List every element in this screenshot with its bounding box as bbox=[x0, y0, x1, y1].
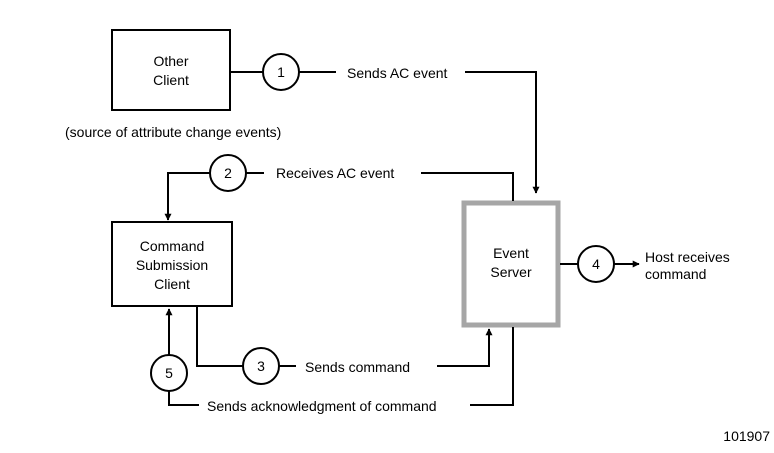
step-1-circle bbox=[262, 53, 300, 91]
step-1-connector: 1 Sends AC event bbox=[230, 53, 540, 194]
step-1-number: 1 bbox=[277, 64, 285, 80]
command-submission-client-node: Command Submission Client bbox=[111, 221, 233, 307]
step-5-line-left bbox=[168, 391, 199, 406]
step-5-connector: 5 Sends acknowledgment of command bbox=[150, 308, 514, 414]
step-1-arrow bbox=[465, 71, 540, 194]
other-client-node: Other Client bbox=[111, 29, 231, 111]
step-4-connector: 4 Host receives command bbox=[560, 245, 730, 283]
step-4-label-line2: command bbox=[645, 266, 706, 282]
step-3-circle bbox=[242, 347, 280, 385]
event-server-label-line1: Event bbox=[493, 245, 529, 261]
step-5-number: 5 bbox=[165, 365, 173, 381]
step-5-circle bbox=[150, 354, 188, 392]
step-3-label: Sends command bbox=[305, 359, 410, 375]
other-client-label-line1: Other bbox=[153, 53, 188, 69]
source-note: (source of attribute change events) bbox=[65, 124, 281, 140]
event-server-label-line2: Server bbox=[490, 264, 532, 280]
command-client-label-line1: Command bbox=[140, 238, 205, 254]
command-client-label-line3: Client bbox=[154, 276, 190, 292]
step-3-line-left bbox=[196, 306, 243, 367]
step-3-number: 3 bbox=[257, 358, 265, 374]
command-client-box bbox=[111, 221, 233, 307]
command-client-label-line2: Submission bbox=[136, 257, 208, 273]
figure-id: 101907 bbox=[723, 428, 770, 444]
event-server-box bbox=[461, 200, 561, 328]
step-4-number: 4 bbox=[592, 256, 600, 272]
other-client-box bbox=[111, 29, 231, 111]
step-2-connector: 2 Receives AC event bbox=[164, 154, 514, 221]
step-3-arrow bbox=[437, 328, 493, 367]
step-2-circle bbox=[209, 154, 247, 192]
step-5-label: Sends acknowledgment of command bbox=[207, 398, 437, 414]
other-client-label-line2: Client bbox=[153, 72, 189, 88]
step-2-label: Receives AC event bbox=[276, 165, 394, 181]
step-5-line-right bbox=[470, 327, 514, 406]
step-3-connector: 3 Sends command bbox=[196, 306, 493, 385]
step-2-arrow bbox=[164, 172, 211, 221]
step-4-circle bbox=[577, 245, 615, 283]
event-server-node: Event Server bbox=[461, 200, 561, 328]
step-4-label-line1: Host receives bbox=[645, 249, 730, 265]
step-2-number: 2 bbox=[224, 165, 232, 181]
step-2-line-right bbox=[421, 172, 514, 201]
step-1-label: Sends AC event bbox=[347, 65, 448, 81]
